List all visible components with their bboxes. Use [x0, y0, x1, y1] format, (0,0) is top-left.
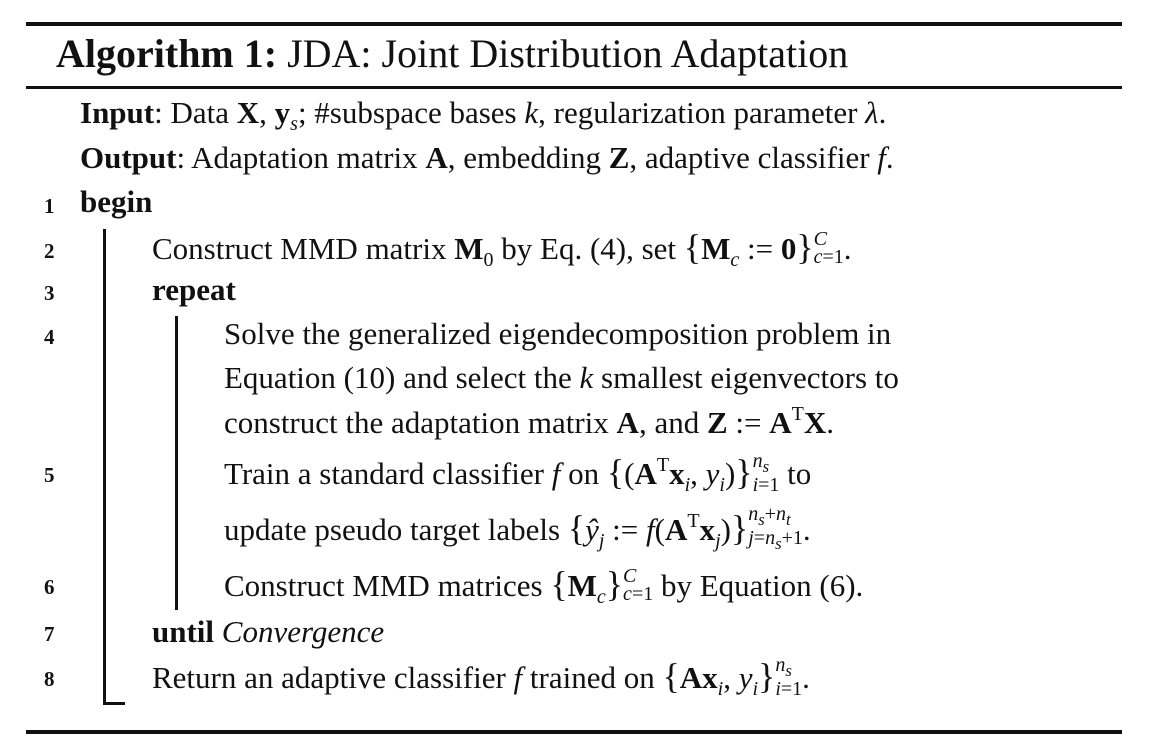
begin-block-foot [103, 702, 125, 705]
begin-block-bar [103, 229, 106, 705]
header-rule [26, 86, 1122, 89]
until-keyword: until [152, 614, 215, 649]
line-number-8: 8 [44, 667, 55, 691]
convergence-condition: Convergence [221, 614, 385, 649]
line-number-1: 1 [44, 194, 55, 218]
bottom-rule [26, 730, 1122, 734]
algorithm-title: Algorithm 1: JDA: Joint Distribution Ada… [56, 30, 848, 78]
repeat-block-bar [175, 316, 178, 610]
line-number-5: 5 [44, 463, 55, 487]
step-4a: Solve the generalized eigendecomposition… [224, 316, 892, 351]
line-number-3: 3 [44, 281, 55, 305]
repeat-keyword: repeat [152, 272, 236, 307]
step-5b: update pseudo target labels {ŷj := f(ATx… [224, 502, 811, 553]
line-number-4: 4 [44, 325, 55, 349]
begin-keyword: begin [80, 184, 153, 219]
line-number-2: 2 [44, 239, 55, 263]
output-line: Output: Adaptation matrix A, embedding Z… [80, 140, 894, 175]
step-2: Construct MMD matrix M0 by Eq. (4), set … [152, 227, 852, 271]
input-line: Input: Data X, ys; #subspace bases k, re… [80, 95, 887, 135]
step-5a: Train a standard classifier f on {(ATxi,… [224, 449, 812, 496]
step-1: begin [80, 182, 152, 222]
step-8: Return an adaptive classifier f trained … [152, 653, 810, 700]
line-number-7: 7 [44, 622, 55, 646]
step-3: repeat [152, 270, 236, 310]
input-label: Input [80, 95, 155, 130]
step-7: until Convergence [152, 612, 384, 652]
algorithm-label: Algorithm 1: [56, 31, 278, 76]
step-4c: construct the adaptation matrix A, and Z… [224, 403, 834, 440]
step-4b: Equation (10) and select the k smallest … [224, 360, 899, 395]
output-label: Output [80, 140, 177, 175]
algorithm-name: JDA: Joint Distribution Adaptation [287, 31, 849, 76]
line-number-6: 6 [44, 575, 55, 599]
top-rule [26, 22, 1122, 26]
